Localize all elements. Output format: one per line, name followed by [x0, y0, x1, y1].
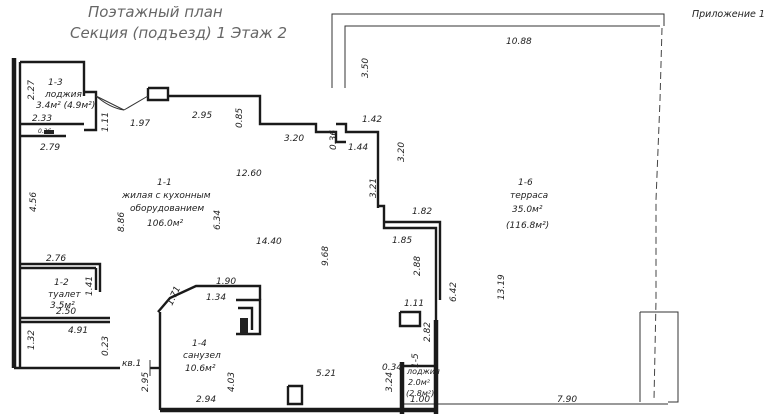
room-1-1: 1-1 жилая с кухонным оборудованием 106.0…: [121, 178, 211, 229]
dim-label: 1.82: [412, 207, 432, 217]
dim-label: 4.91: [68, 326, 88, 336]
room-number: 1-6: [518, 178, 533, 188]
room-area: 106.0м²: [147, 219, 184, 229]
room-number: 1-3: [48, 78, 63, 88]
dim-label: 1.11: [404, 299, 424, 309]
appendix-label: Приложение 1: [692, 9, 765, 20]
dim-label: 1.34: [206, 293, 226, 303]
dim-label: 3.21: [369, 178, 379, 198]
shaft-mark: [240, 318, 248, 334]
room-name-2: оборудованием: [130, 204, 204, 214]
room-name: терраса: [510, 191, 548, 201]
room-area: 3.5м²: [50, 301, 75, 311]
room-name: санузел: [183, 351, 221, 361]
dim-label: 3.24: [385, 372, 395, 392]
plan-title: Поэтажный план: [88, 3, 223, 21]
dim-label: 14.40: [256, 237, 282, 247]
room-name: лоджия: [406, 367, 440, 376]
room-1-2: 1-2 туалет 3.5м²: [48, 278, 81, 311]
dim-label: 1.41: [85, 276, 95, 296]
room-number: 1-4: [192, 339, 207, 349]
dim-label: 1.97: [130, 119, 150, 129]
dim-label: 6.42: [449, 282, 459, 302]
dim-label: 1.90: [216, 277, 236, 287]
room-area: 3.4м² (4.9м²): [36, 101, 95, 111]
apartment-number-label: кв.1: [122, 359, 141, 369]
dimension-labels: 10.88 3.50 2.27 1.11 1.97 2.95 0.85 3.20…: [27, 37, 577, 405]
room-1-6: 1-6 терраса 35.0м² (116.8м²): [506, 178, 549, 231]
dim-label: 2.95: [141, 372, 151, 392]
dim-label: 10.88: [506, 37, 532, 47]
room-area: 10.6м²: [185, 364, 216, 374]
room-1-4: 1-4 санузел 10.6м²: [183, 339, 221, 374]
room-name: жилая с кухонным: [121, 191, 211, 201]
dim-label: 1.85: [392, 236, 412, 246]
dim-label: 7.90: [557, 395, 577, 405]
apartment-entrance-marker: кв.1: [122, 359, 151, 376]
apartment-walls: [11, 58, 442, 414]
dim-label: 1.71: [166, 285, 184, 307]
dim-label: 3.20: [284, 134, 304, 144]
dim-label: 8.86: [117, 212, 127, 232]
room-name: лоджия: [44, 90, 82, 100]
room-area-2: (2.8м²): [406, 389, 434, 398]
dim-label: 2.27: [27, 80, 37, 100]
dim-label: 2.76: [46, 254, 66, 264]
dim-label: 1.42: [362, 115, 382, 125]
terrace-boundary: [331, 13, 679, 405]
dim-label: 0.36: [38, 128, 52, 135]
terrace-dashed-edge: [653, 27, 663, 401]
dim-label: 4.03: [227, 372, 237, 392]
room-name: туалет: [48, 290, 81, 300]
dim-label: 0.36: [329, 130, 339, 150]
room-area: 2.0м²: [408, 378, 431, 387]
dim-label: 0.34: [382, 363, 402, 373]
dim-label: 3.50: [361, 58, 371, 78]
room-area-2: (116.8м²): [506, 221, 549, 231]
dim-label: 6.34: [213, 210, 223, 230]
column-mark: [44, 130, 54, 134]
room-number: 1-2: [54, 278, 69, 288]
room-area: 35.0м²: [512, 205, 543, 215]
dim-label: 2.88: [413, 256, 423, 276]
dim-label: 2.95: [192, 111, 212, 121]
dim-label: 0.85: [235, 108, 245, 128]
dim-label: 1.32: [27, 330, 37, 350]
dim-label: 5.21: [316, 369, 336, 379]
room-number: 1-1: [157, 178, 172, 188]
plan-subtitle: Секция (подъезд) 1 Этаж 2: [70, 24, 287, 42]
dim-label: 9.68: [321, 246, 331, 266]
room-1-5: 1-5 лоджия 2.0м² (2.8м²): [406, 353, 440, 398]
dim-label: 2.94: [196, 395, 216, 405]
dim-label: 2.82: [423, 322, 433, 342]
dim-label: 13.19: [497, 274, 507, 300]
dim-label: 0.23: [101, 336, 111, 356]
room-number: 1-5: [411, 353, 421, 368]
dim-label: 1.00: [410, 395, 430, 405]
dim-label: 3.20: [397, 142, 407, 162]
door-swings: [95, 95, 149, 111]
dim-label: 2.33: [32, 114, 52, 124]
dim-label: 12.60: [236, 169, 262, 179]
dim-label: 2.79: [40, 143, 60, 153]
room-1-3: 1-3 лоджия 3.4м² (4.9м²): [36, 78, 95, 111]
dim-label: 1.11: [101, 112, 111, 132]
dim-label: 4.56: [29, 192, 39, 212]
dim-label: 1.44: [348, 143, 368, 153]
dim-label: 2.50: [56, 307, 76, 317]
